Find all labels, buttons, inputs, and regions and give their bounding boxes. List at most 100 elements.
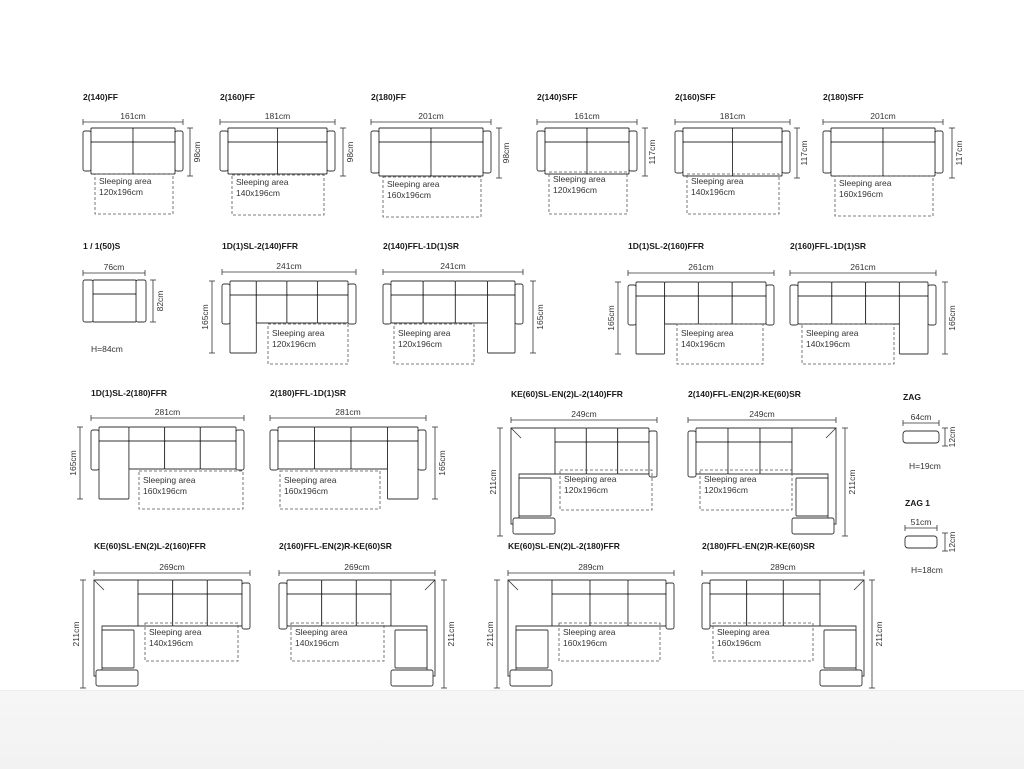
- configuration-title: 2(160)SFF: [675, 92, 716, 102]
- seat-cushion: [830, 141, 884, 177]
- sleeping-area-size: 140x196cm: [806, 339, 850, 349]
- width-label: 76cm: [104, 262, 125, 272]
- seat-cushion: [695, 441, 729, 475]
- chaise-backrest: [635, 281, 666, 297]
- width-label: 161cm: [120, 111, 146, 121]
- configuration-title: ZAG 1: [905, 498, 930, 508]
- depth-label: 98cm: [345, 142, 355, 163]
- seat-cushion: [314, 440, 352, 470]
- depth-label: 165cm: [68, 450, 78, 476]
- chaise-longue: [898, 295, 929, 355]
- seat-cushion: [709, 593, 748, 627]
- right-arm: [235, 429, 245, 471]
- seat-cushion: [321, 593, 357, 627]
- corner-seat-cushion: [101, 629, 135, 669]
- sleeping-area-size: 120x196cm: [272, 339, 316, 349]
- sleeping-area-size: 160x196cm: [563, 638, 607, 648]
- corner-arm: [791, 517, 835, 535]
- sleeping-area-label: Sleeping area: [717, 627, 770, 637]
- sleeping-area-label: Sleeping area: [563, 627, 616, 637]
- seat-cushion: [286, 294, 318, 324]
- seat-cushion: [746, 593, 784, 627]
- chaise-longue: [635, 295, 666, 355]
- seat-cushion: [782, 593, 821, 627]
- backrest-cushion: [321, 579, 357, 595]
- configuration-title: 1D(1)SL-2(140)FFR: [222, 241, 298, 251]
- chaise-longue: [387, 440, 419, 500]
- depth-label: 211cm: [847, 470, 857, 495]
- backrest-cushion: [430, 127, 484, 143]
- backrest-cushion: [128, 426, 166, 442]
- configuration-title: 2(160)FFL-EN(2)R-KE(60)SR: [279, 541, 392, 551]
- left-arm: [278, 582, 288, 630]
- seat-cushion: [589, 593, 629, 627]
- backrest-cushion: [137, 579, 174, 595]
- height-label: H=84cm: [91, 344, 123, 354]
- corner-seat-cushion: [823, 629, 857, 669]
- left-arm: [536, 130, 546, 172]
- corner-seat-cushion: [518, 477, 552, 517]
- right-arm: [934, 130, 944, 174]
- module-m21: 2(180)FFL-EN(2)R-KE(60)SR289cm211cmSleep…: [701, 541, 884, 689]
- depth-label: 12cm: [947, 427, 957, 448]
- backrest-cushion: [695, 427, 729, 443]
- right-arm: [417, 429, 427, 471]
- backrest-cushion: [199, 426, 237, 442]
- configuration-title: KE(60)SL-EN(2)L-2(180)FFR: [508, 541, 620, 551]
- left-arm: [789, 284, 799, 326]
- depth-label: 211cm: [71, 622, 81, 647]
- sleeping-area-outline: [231, 174, 325, 216]
- configuration-title: 2(140)FFL-EN(2)R-KE(60)SR: [688, 389, 801, 399]
- chaise-backrest: [898, 281, 929, 297]
- width-label: 201cm: [418, 111, 444, 121]
- sleeping-area-size: 120x196cm: [99, 187, 143, 197]
- corner-arm: [819, 669, 863, 687]
- seat-cushion: [378, 141, 432, 177]
- left-arm: [370, 130, 380, 174]
- backrest-cushion: [255, 280, 288, 296]
- seat-cushion: [277, 141, 328, 175]
- sleeping-area-size: 160x196cm: [387, 190, 431, 200]
- backrest-cushion: [316, 280, 349, 296]
- configuration-title: 1D(1)SL-2(160)FFR: [628, 241, 704, 251]
- backrest-cushion: [286, 579, 323, 595]
- sleeping-area-size: 140x196cm: [681, 339, 725, 349]
- right-arm: [241, 582, 251, 630]
- backrest-cushion: [286, 280, 318, 296]
- chaise-backrest: [98, 426, 130, 442]
- right-arm: [326, 130, 336, 172]
- sleeping-area-label: Sleeping area: [99, 176, 152, 186]
- left-arm: [687, 430, 697, 478]
- backrest-cushion: [544, 127, 588, 143]
- width-label: 261cm: [688, 262, 714, 272]
- corner-miter: [510, 427, 522, 439]
- backrest-cushion: [617, 427, 650, 443]
- backrest-cushion: [132, 127, 176, 143]
- depth-label: 98cm: [501, 143, 511, 164]
- left-arm: [82, 279, 94, 323]
- width-label: 161cm: [574, 111, 600, 121]
- backrest-cushion: [92, 279, 137, 295]
- seat-cushion: [797, 295, 833, 325]
- seat-cushion: [128, 440, 166, 470]
- sleeping-area-size: 160x196cm: [717, 638, 761, 648]
- sleeping-area-label: Sleeping area: [143, 475, 196, 485]
- sleeping-area-outline: [712, 622, 814, 662]
- sleeping-area-label: Sleeping area: [295, 627, 348, 637]
- seat-cushion: [882, 141, 936, 177]
- backrest-cushion: [627, 579, 667, 595]
- sleeping-area-outline: [138, 470, 244, 510]
- seat-cushion: [627, 593, 667, 627]
- corner-arm: [95, 669, 139, 687]
- left-arm: [822, 130, 832, 174]
- chaise-backrest: [387, 426, 419, 442]
- configuration-title: 2(180)FF: [371, 92, 406, 102]
